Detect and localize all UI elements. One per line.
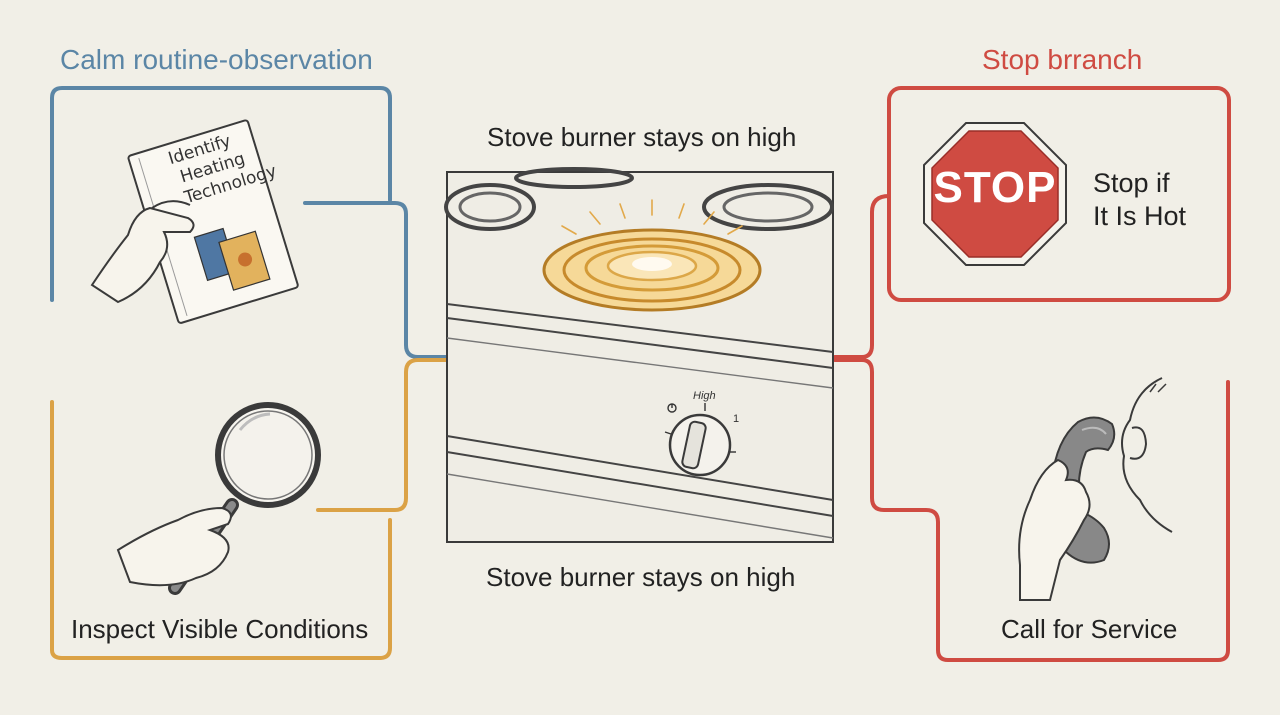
glowing-burner-icon — [542, 228, 762, 312]
knob-high-label: High — [693, 390, 716, 402]
heat-rays — [561, 199, 743, 235]
knob-mark-one: 1 — [733, 413, 740, 425]
stove-illustration — [444, 167, 834, 543]
stop-label-line: It Is Hot — [1093, 201, 1187, 231]
hand-holding-book-icon — [90, 200, 195, 304]
hand-holding-phone-icon — [1018, 458, 1091, 601]
stop-if-hot-label: Stop if It Is Hot — [1093, 167, 1186, 233]
person-on-phone-icon — [1121, 377, 1173, 533]
calm-branch-title: Calm routine-observation — [60, 44, 373, 75]
red-connector-bottom — [833, 358, 1230, 662]
stop-sign-text: STOP — [933, 163, 1057, 212]
orange-connector-link — [316, 358, 450, 512]
call-service-label: Call for Service — [1001, 614, 1178, 644]
blue-connector — [50, 86, 392, 302]
manual-book-icon — [127, 119, 299, 324]
stove-knob-icon[interactable] — [664, 403, 736, 477]
center-title-top: Stove burner stays on high — [487, 122, 797, 152]
center-title-bottom: Stove burner stays on high — [486, 562, 796, 592]
orange-connector — [50, 400, 392, 660]
blue-connector-link — [303, 201, 450, 359]
inspect-conditions-label: Inspect Visible Conditions — [71, 614, 369, 644]
red-connector-top — [833, 194, 891, 359]
stop-branch-title: Stop brranch — [982, 44, 1143, 75]
stop-sign-icon — [923, 122, 1067, 266]
hand-holding-magnifier-icon — [116, 506, 232, 587]
stop-label-line: Stop if — [1093, 168, 1170, 198]
